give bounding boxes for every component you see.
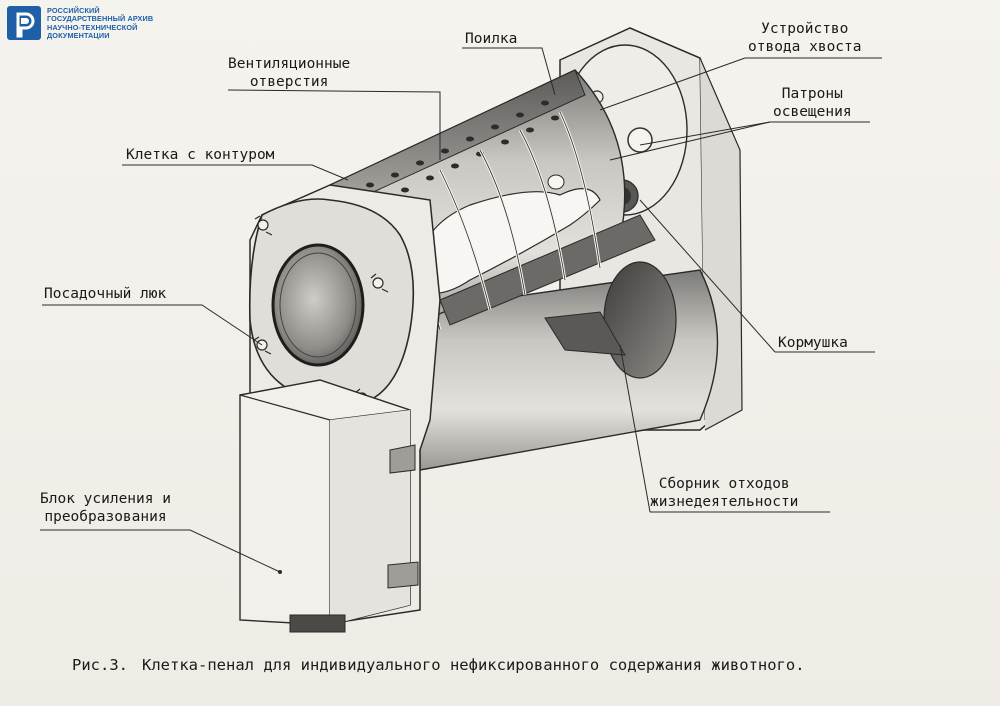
label-lighting-sockets: Патроны освещения <box>773 85 852 121</box>
archive-logo: РОССИЙСКИЙ ГОСУДАРСТВЕННЫЙ АРХИВ НАУЧНО-… <box>7 6 153 40</box>
archive-logo-line: ДОКУМЕНТАЦИИ <box>47 30 110 40</box>
leader-lines <box>40 47 882 573</box>
label-line: Сборник отходов <box>658 476 790 492</box>
figure-number: Рис.3. <box>72 656 128 674</box>
archive-logo-icon <box>7 6 41 40</box>
label-cage-contour: Клетка с контуром <box>126 147 275 163</box>
label-ventilation-holes: Вентиляционные отверстия <box>228 55 350 91</box>
label-waste-collector: Сборник отходов жизнедеятельности <box>650 475 798 511</box>
label-feeder: Кормушка <box>778 335 848 351</box>
waste-collector-shape <box>419 261 719 471</box>
amplifier-block-shape <box>239 379 419 633</box>
archive-logo-line: ГОСУДАРСТВЕННЫЙ АРХИВ <box>47 14 154 24</box>
archive-logo-line: НАУЧНО-ТЕХНИЧЕСКОЙ <box>47 22 138 32</box>
label-line: Патроны <box>781 86 843 102</box>
label-line: освещения <box>773 104 852 120</box>
archive-logo-line: РОССИЙСКИЙ <box>47 6 100 15</box>
label-line: преобразования <box>44 509 167 525</box>
label-hatch: Посадочный люк <box>44 286 167 302</box>
label-line: Устройство <box>761 21 849 37</box>
label-line: Блок усиления и <box>40 491 171 507</box>
label-tail-device: Устройство отвода хвоста <box>748 20 862 56</box>
label-line: отвода хвоста <box>748 39 862 55</box>
label-line: жизнедеятельности <box>650 494 799 510</box>
label-amplifier-block: Блок усиления и преобразования <box>40 490 171 526</box>
label-line: отверстия <box>249 74 329 90</box>
label-line: Вентиляционные <box>228 56 351 72</box>
figure-caption: Рис.3. Клетка-пенал для индивидуального н… <box>72 656 805 674</box>
archive-logo-text: РОССИЙСКИЙ ГОСУДАРСТВЕННЫЙ АРХИВ НАУЧНО-… <box>47 6 154 40</box>
label-drinker: Поилка <box>465 31 518 47</box>
figure-caption-text: Клетка-пенал для индивидуального нефикси… <box>142 656 805 674</box>
